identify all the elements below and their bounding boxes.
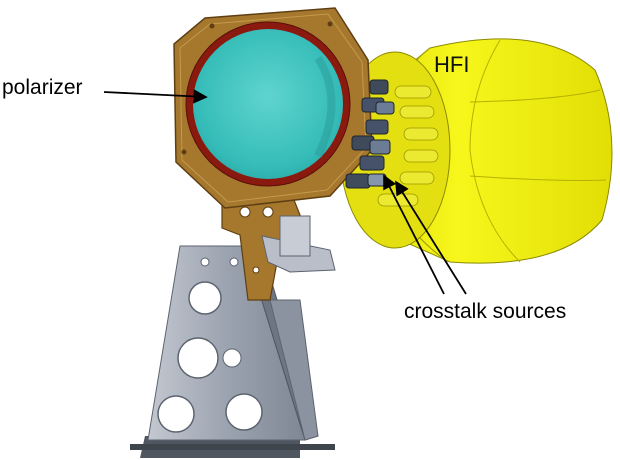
crosstalk-arrow-2 — [395, 180, 467, 295]
support-stand — [130, 245, 335, 458]
polarizer-arrow — [103, 89, 208, 104]
hfi-label: HFI — [434, 52, 470, 77]
crosstalk-sources — [345, 79, 395, 189]
polarizer-glass — [193, 29, 343, 179]
crosstalk-sources-label: crosstalk sources — [404, 300, 567, 323]
polarizer-label: polarizer — [2, 76, 83, 99]
mounting-bracket — [221, 189, 336, 301]
polarizer-frame — [173, 7, 373, 209]
crosstalk-arrow-1 — [383, 174, 445, 295]
